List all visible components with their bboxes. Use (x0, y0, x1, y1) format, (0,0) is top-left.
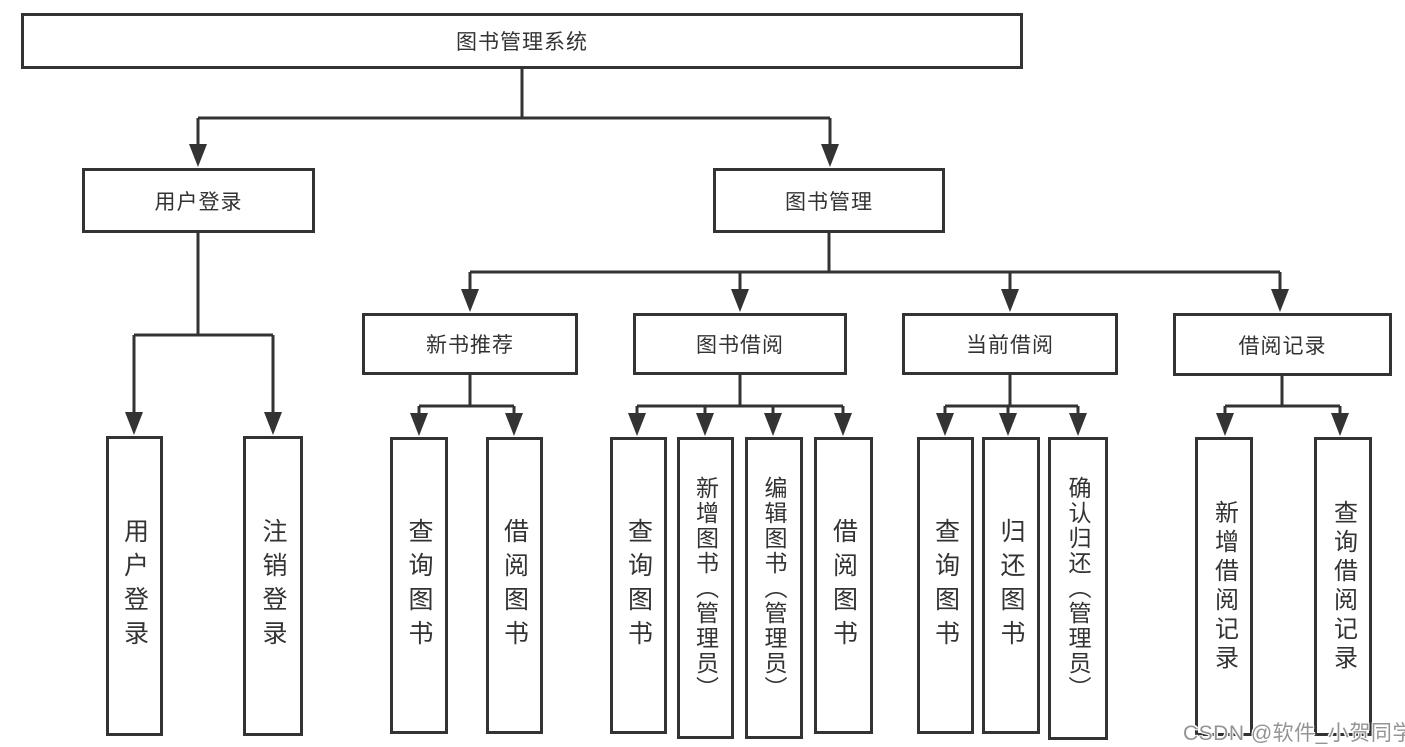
node-book-management-label: 图书管理 (785, 190, 873, 214)
leaf-bb-query-books: 查询图书 (610, 437, 667, 734)
leaf-bb-borrow-books-label: 借阅图书 (829, 517, 858, 654)
arrowhead-icon (731, 289, 749, 312)
leaf-bb-edit-books-label: 编辑图书（管理员） (761, 475, 787, 701)
arrowhead-icon (821, 144, 839, 167)
node-book-borrowing-label: 图书借阅 (696, 334, 784, 357)
leaf-bb-add-books: 新增图书（管理员） (677, 437, 734, 739)
leaf-nb-query-books-label: 查询图书 (405, 517, 433, 654)
arrowhead-icon (696, 413, 714, 436)
leaf-br-query-record-label: 查询借阅记录 (1329, 499, 1357, 674)
leaf-logout-label: 注销登录 (259, 518, 287, 654)
arrowhead-icon (999, 413, 1017, 436)
arrowhead-icon (1216, 413, 1234, 436)
node-root-label: 图书管理系统 (456, 31, 588, 54)
arrowhead-icon (628, 413, 646, 436)
arrowhead-icon (461, 289, 479, 312)
node-book-borrowing: 图书借阅 (633, 313, 847, 375)
node-book-management: 图书管理 (713, 168, 945, 233)
node-user-login-label: 用户登录 (154, 190, 243, 214)
node-current-borrowing: 当前借阅 (902, 313, 1118, 375)
connector-borrowing-records-children (1223, 376, 1342, 417)
leaf-cb-confirm-return-label: 确认归还（管理员） (1065, 476, 1091, 701)
leaf-cb-query-books-label: 查询图书 (931, 517, 960, 654)
leaf-cb-query-books: 查询图书 (917, 437, 974, 734)
leaf-nb-borrow-books: 借阅图书 (486, 437, 543, 734)
leaf-bb-edit-books: 编辑图书（管理员） (745, 437, 803, 739)
arrowhead-icon (1271, 289, 1289, 312)
connector-current-borrowing-children (943, 375, 1080, 417)
arrowhead-icon (264, 412, 282, 435)
arrowhead-icon (936, 413, 954, 436)
arrowhead-icon (764, 413, 782, 436)
connector-book-management-children (468, 233, 1282, 293)
connector-user-login-children (132, 233, 275, 416)
node-root: 图书管理系统 (21, 13, 1023, 69)
arrowhead-icon (189, 144, 207, 167)
csdn-watermark: CSDN @软件_小贺同学 (1183, 722, 1405, 745)
node-new-book-recommend-label: 新书推荐 (426, 334, 514, 357)
node-user-login: 用户登录 (82, 168, 315, 233)
leaf-nb-query-books: 查询图书 (390, 437, 448, 734)
leaf-user-login-label: 用户登录 (120, 518, 149, 654)
connector-new-book-recommend-children (417, 374, 516, 417)
leaf-cb-confirm-return: 确认归还（管理员） (1048, 437, 1108, 740)
arrowhead-icon (505, 413, 523, 436)
arrowhead-icon (1331, 413, 1349, 436)
arrowhead-icon (1069, 413, 1087, 436)
leaf-user-login: 用户登录 (106, 436, 163, 736)
leaf-logout: 注销登录 (243, 436, 303, 736)
leaf-bb-borrow-books: 借阅图书 (814, 437, 873, 734)
arrowhead-icon (410, 413, 428, 436)
leaf-bb-add-books-label: 新增图书（管理员） (692, 475, 719, 701)
node-borrowing-records-label: 借阅记录 (1238, 334, 1327, 358)
node-current-borrowing-label: 当前借阅 (966, 334, 1054, 357)
arrowhead-icon (1001, 289, 1019, 312)
node-new-book-recommend: 新书推荐 (362, 313, 578, 375)
arrowhead-icon (834, 413, 852, 436)
leaf-cb-return-books-label: 归还图书 (997, 517, 1025, 654)
node-borrowing-records: 借阅记录 (1173, 313, 1392, 376)
leaf-bb-query-books-label: 查询图书 (624, 517, 653, 654)
arrowhead-icon (125, 412, 143, 435)
leaf-br-query-record: 查询借阅记录 (1314, 437, 1372, 736)
leaf-nb-borrow-books-label: 借阅图书 (500, 517, 529, 654)
leaf-cb-return-books: 归还图书 (982, 437, 1040, 734)
connector-root-to-level2 (196, 69, 832, 148)
leaf-br-add-record: 新增借阅记录 (1195, 437, 1253, 736)
connector-book-borrowing-children (635, 374, 845, 417)
leaf-br-add-record-label: 新增借阅记录 (1210, 499, 1238, 674)
